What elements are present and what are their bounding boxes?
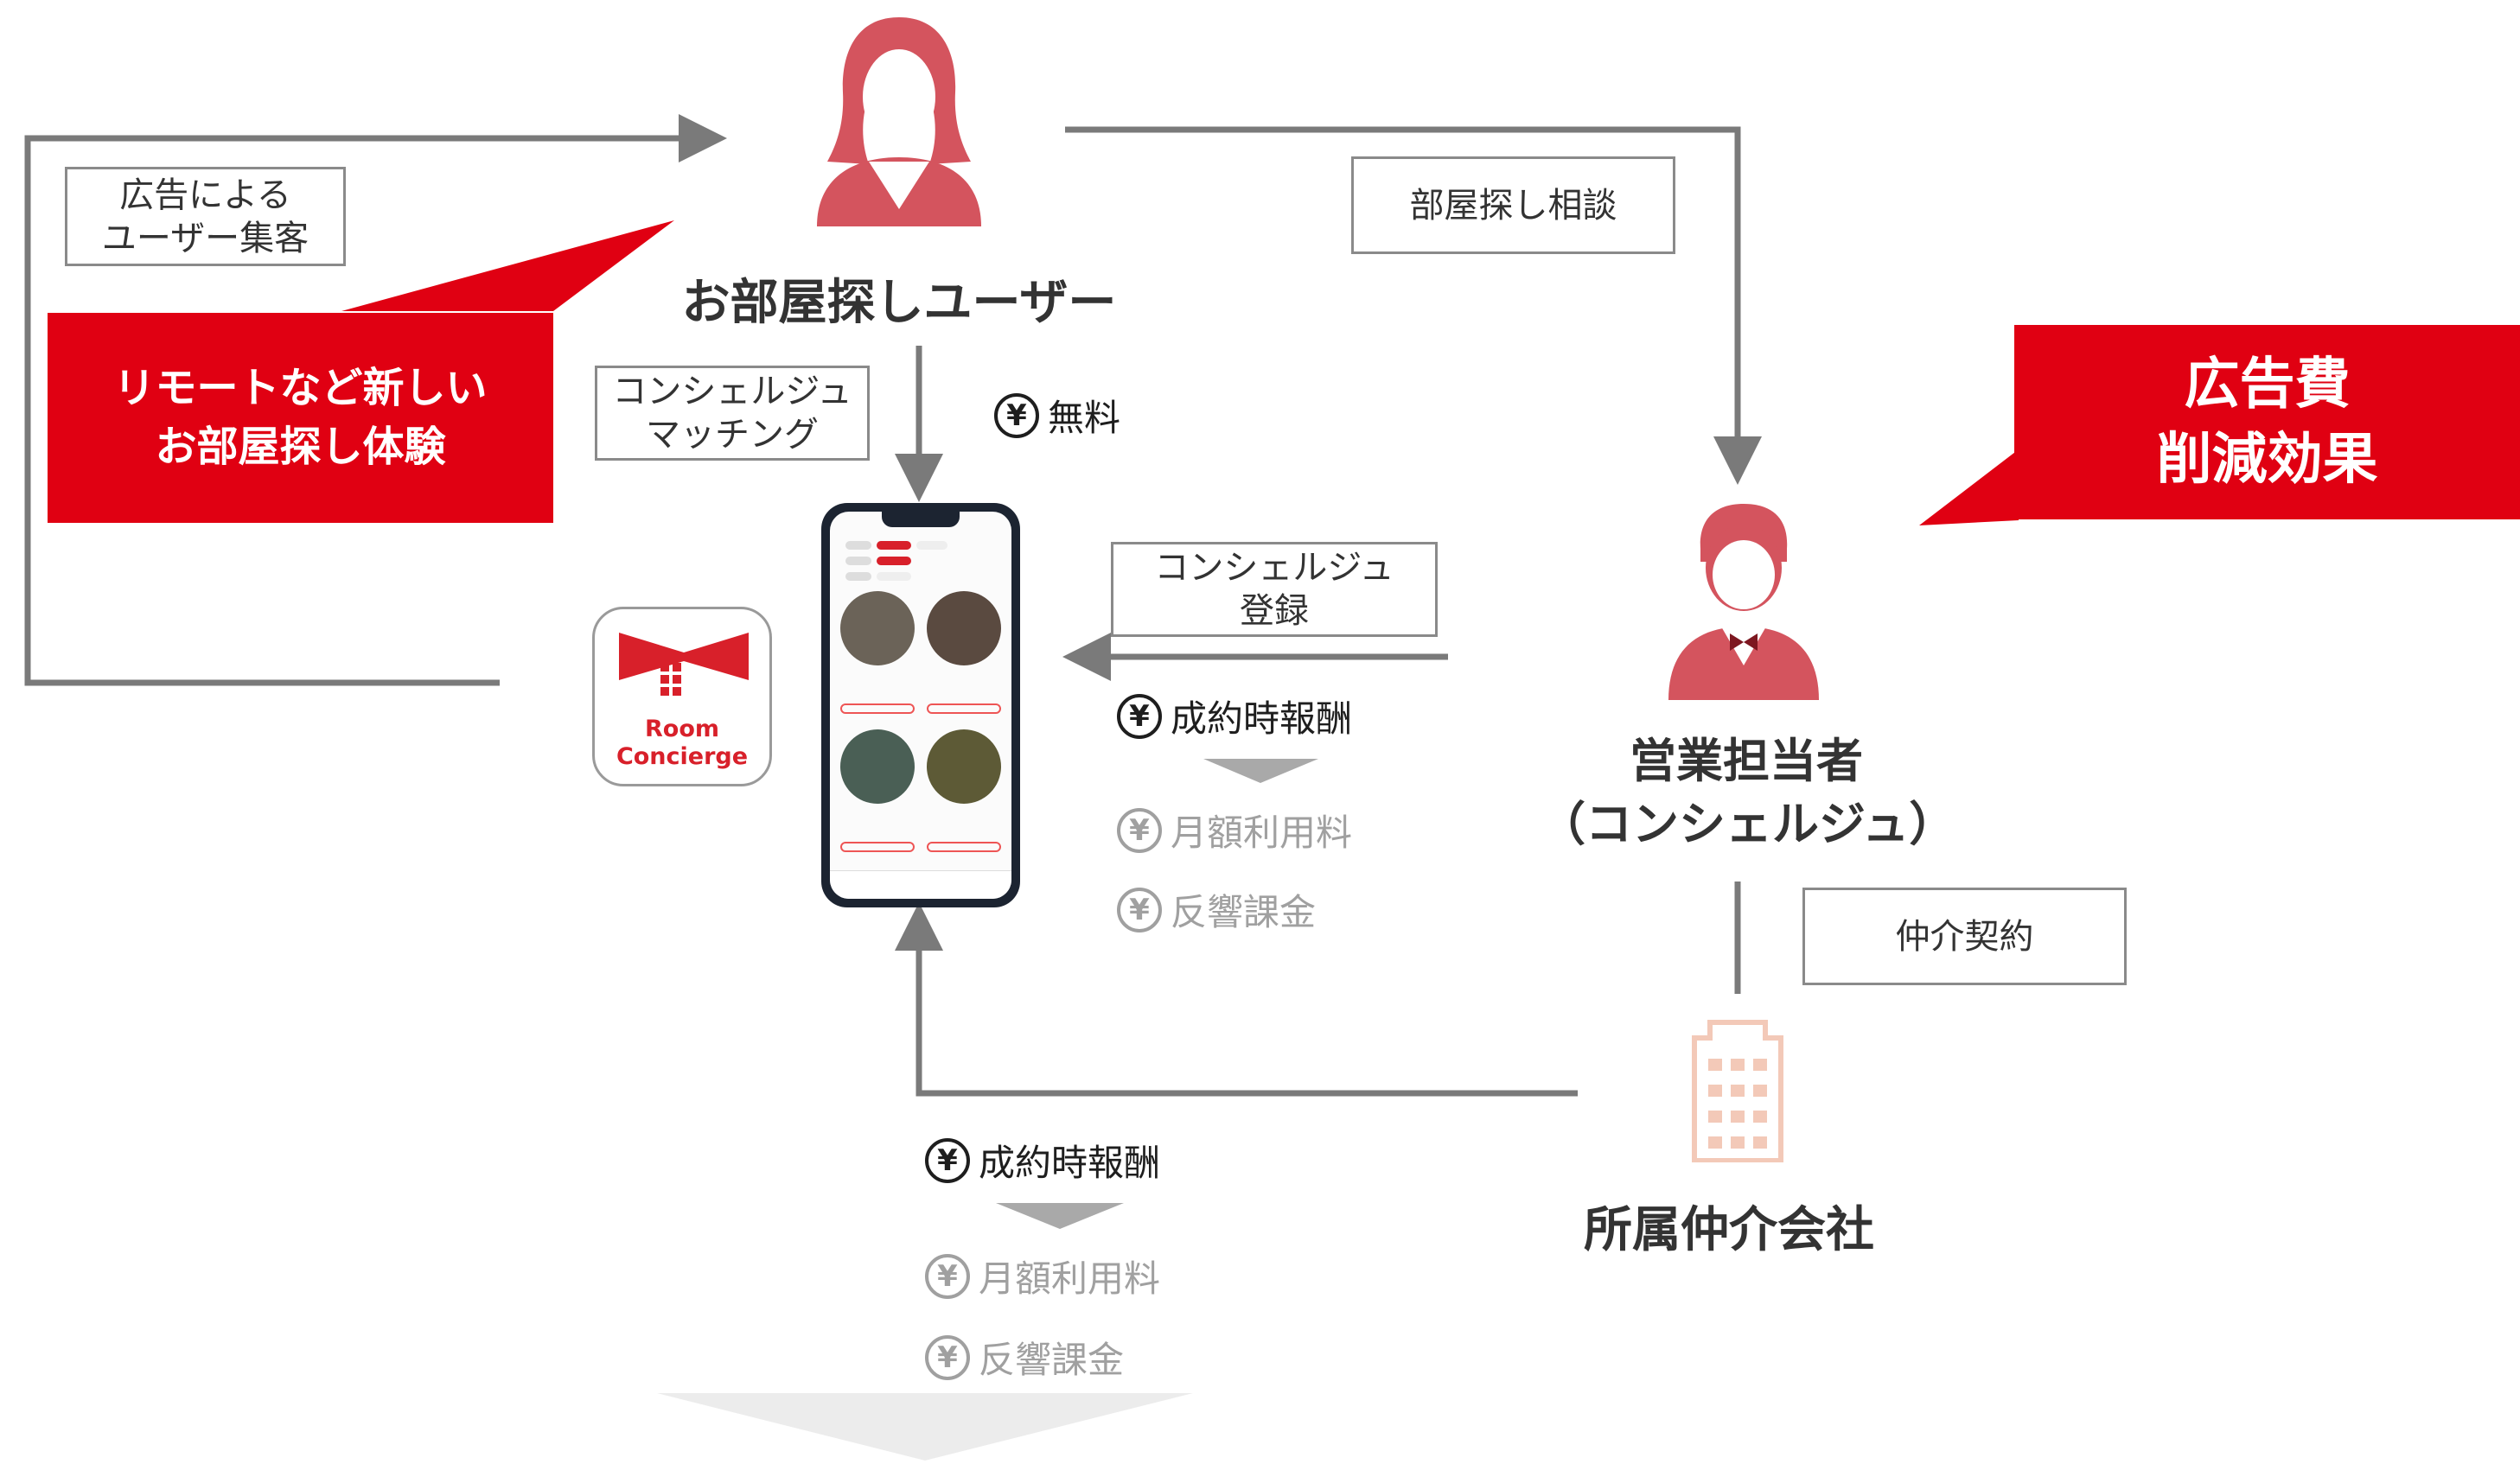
woman-user-icon [808, 10, 990, 226]
ad-acquisition-box: 広告による ユーザー集客 [65, 167, 346, 266]
filter-chip [877, 541, 911, 550]
company-fee-monthly: ¥ 月額利用料 [925, 1250, 1160, 1302]
yen-circle-icon: ¥ [1117, 887, 1162, 933]
filter-chip [916, 541, 947, 550]
concierge-registration-box: コンシェルジュ 登録 [1111, 542, 1438, 637]
smartphone-mockup [821, 503, 1020, 907]
concierge-photo [840, 729, 915, 804]
concierge-photo [927, 591, 1001, 665]
ad-cost-reduction-callout: 広告費 削減効果 [2014, 325, 2520, 519]
yen-circle-icon: ¥ [1117, 807, 1162, 853]
filter-chip [877, 572, 911, 581]
concierge-photo [840, 591, 915, 665]
yen-circle-icon: ¥ [925, 1334, 970, 1380]
agent-fee-label: 成約時報酬 [1171, 697, 1353, 740]
yen-circle-icon: ¥ [994, 392, 1039, 438]
company-fee-label: 反響課金 [979, 1339, 1125, 1381]
bottom-chevron [657, 1393, 1193, 1461]
agent-label: 営業担当者 （コンシェルジュ） [1539, 734, 1956, 851]
agent-fee-commission: ¥ 成約時報酬 [1117, 690, 1352, 742]
concierge-matching-box: コンシェルジュ マッチング [595, 366, 870, 461]
room-consultation-box: 部屋探し相談 [1351, 156, 1675, 254]
callout-pointer-right [1919, 449, 2019, 525]
phone-notch [882, 512, 960, 527]
agent-fee-monthly: ¥ 月額利用料 [1117, 804, 1352, 856]
new-experience-callout: リモートなど新しい お部屋探し体験 [48, 313, 553, 523]
app-screen [830, 512, 1011, 899]
yen-circle-icon: ¥ [1117, 693, 1162, 739]
user-fee: ¥ 無料 [994, 389, 1120, 442]
fee-chevron-company [996, 1203, 1124, 1229]
app-icon-text: Room Concierge [616, 716, 749, 771]
agent-fee-label: 反響課金 [1171, 891, 1317, 933]
company-fee-response: ¥ 反響課金 [925, 1331, 1124, 1384]
company-fee-label: 月額利用料 [979, 1257, 1161, 1300]
agent-fee-label: 月額利用料 [1171, 812, 1353, 854]
building-icon [1677, 1015, 1798, 1163]
brokerage-contract-box: 仲介契約 [1802, 888, 2127, 985]
filter-chip [845, 572, 871, 581]
profile-button [927, 842, 1001, 852]
concierge-photo [927, 729, 1001, 804]
company-label: 所属仲介会社 [1584, 1202, 1874, 1258]
user-fee-label: 無料 [1048, 397, 1121, 439]
consult-line [1065, 126, 1762, 485]
company-line [895, 902, 1578, 1097]
ad-loop-line [24, 114, 727, 686]
room-concierge-app-icon: Room Concierge [592, 607, 772, 786]
filter-chip [877, 557, 911, 565]
user-label: お部屋探しユーザー [681, 275, 1117, 331]
callout-pointer-left [341, 220, 674, 311]
filter-chip [845, 541, 871, 550]
yen-circle-icon: ¥ [925, 1253, 970, 1299]
agent-fee-response: ¥ 反響課金 [1117, 883, 1316, 936]
profile-button [840, 842, 915, 852]
profile-button [840, 703, 915, 714]
concierge-man-icon [1664, 497, 1824, 700]
yen-circle-icon: ¥ [925, 1137, 970, 1183]
fee-chevron-agent [1203, 759, 1318, 783]
profile-button [927, 703, 1001, 714]
company-fee-label: 成約時報酬 [979, 1142, 1161, 1184]
filter-chip [845, 557, 871, 565]
bottom-tab-bar [830, 870, 1011, 899]
company-fee-commission: ¥ 成約時報酬 [925, 1134, 1160, 1187]
